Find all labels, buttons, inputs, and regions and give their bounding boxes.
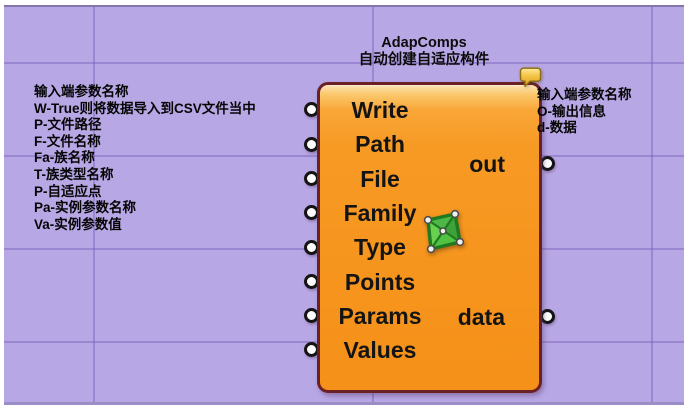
output-label-out: out (469, 150, 505, 177)
right-annotation-line: d-数据 (537, 120, 577, 136)
input-label-file: File (360, 165, 400, 192)
input-label-write: Write (351, 96, 409, 123)
component-title: AdapComps (381, 35, 467, 51)
component-subtitle: 自动创建自适应构件 (358, 52, 490, 68)
left-annotation-line: T-族类型名称 (34, 166, 114, 182)
input-label-params: Params (338, 302, 422, 329)
left-annotation-line: W-True则将数据导入到CSV文件当中 (34, 100, 256, 116)
input-label-type: Type (354, 233, 406, 260)
canvas[interactable]: AdapComps 自动创建自适应构件 输入端参数名称 W-True则将数据导入… (4, 5, 684, 405)
output-port-data[interactable] (540, 309, 555, 324)
output-port-out[interactable] (540, 156, 555, 171)
input-label-values: Values (343, 336, 417, 363)
left-annotation-line: Pa-实例参数名称 (34, 200, 137, 216)
left-annotation-line: P-文件路径 (34, 117, 102, 133)
output-label-data: data (457, 303, 505, 330)
left-annotation-line: Va-实例参数值 (34, 216, 122, 232)
component-title-block: AdapComps 自动创建自适应构件 (304, 35, 544, 69)
input-label-path: Path (355, 130, 405, 157)
tooltip-bubble-icon[interactable] (519, 67, 542, 88)
input-label-family: Family (343, 199, 417, 226)
left-annotation-line: P-自适应点 (34, 183, 102, 199)
left-annotation-line: 输入端参数名称 (34, 84, 129, 99)
right-annotation-line: 输入端参数名称 (537, 87, 632, 102)
right-annotation-line: O-输出信息 (537, 103, 606, 119)
left-annotation: 输入端参数名称 W-True则将数据导入到CSV文件当中 P-文件路径 F-文件… (34, 84, 256, 233)
input-label-points: Points (344, 268, 416, 295)
left-annotation-line: F-文件名称 (34, 133, 101, 149)
node-adapcomps[interactable]: Write Path File Family Type Points Param… (317, 82, 542, 393)
right-annotation: 输入端参数名称 O-输出信息 d-数据 (537, 87, 632, 137)
adaptive-component-icon (423, 209, 465, 254)
left-annotation-line: Fa-族名称 (34, 150, 95, 166)
